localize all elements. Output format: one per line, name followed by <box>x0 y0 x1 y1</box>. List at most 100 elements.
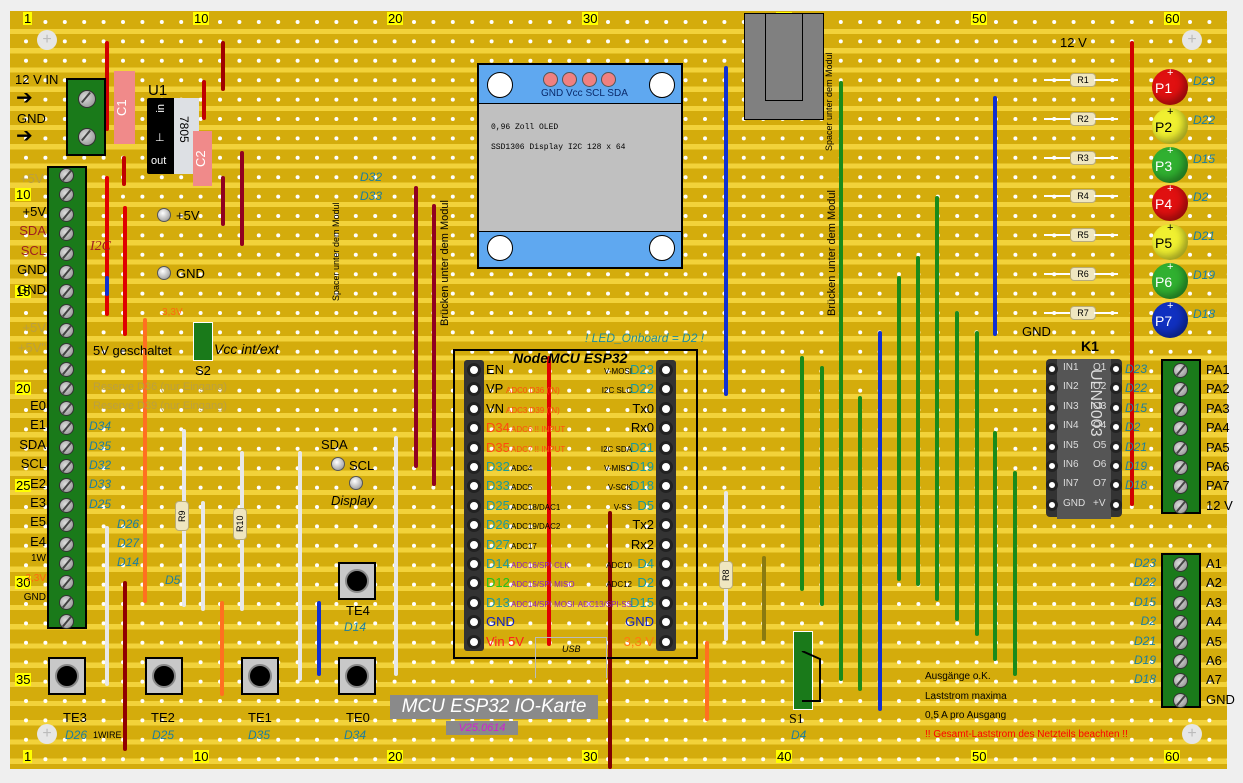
wire-white <box>298 451 302 681</box>
uln-left-label: IN7 <box>1063 478 1079 490</box>
esp32-right-pin-label: Rx0 <box>630 420 654 436</box>
esp32-left-pin-sub: ADC17 <box>511 541 537 551</box>
esp32-pin-hole <box>659 595 673 610</box>
label-3v3: 3,3V <box>162 307 183 318</box>
uln-left-label: IN3 <box>1063 400 1079 412</box>
wire-green <box>993 431 997 661</box>
uln-pin <box>1046 460 1058 472</box>
pin-label: D35 <box>89 439 112 453</box>
uln-pin <box>1046 401 1058 414</box>
esp32-left-pin-label: D34 <box>486 420 510 436</box>
uln-pin <box>1046 498 1058 511</box>
reserve-d39: Reserve D39 (nur Eingang) <box>93 400 227 412</box>
uln-pin <box>1110 363 1122 375</box>
wire-green <box>800 356 804 591</box>
uln-pin <box>1110 479 1122 492</box>
resistor-r10: R10 <box>233 508 247 540</box>
button-te1[interactable] <box>241 657 279 695</box>
pin-te0: D34 <box>344 728 367 742</box>
led-ref: P6 <box>1155 274 1173 290</box>
usb-label: USB <box>562 644 581 654</box>
resistor-lead <box>1094 273 1118 275</box>
col-marker-50: 50 <box>971 11 988 26</box>
wire-red <box>105 176 109 316</box>
pa-terminal-label: PA1 <box>1206 362 1230 377</box>
resistor-lead <box>1094 79 1118 81</box>
led-resistor-label: R7 <box>1077 307 1089 318</box>
button-te2[interactable] <box>145 657 183 695</box>
oled-pin-labels: GND Vcc SCL SDA <box>541 88 628 99</box>
led-resistor: R4 <box>1070 189 1096 204</box>
button-te3[interactable] <box>48 657 86 695</box>
screw-icon <box>59 323 74 339</box>
resistor-r8: R8 <box>719 561 733 589</box>
esp32-pin-hole <box>467 460 481 474</box>
wire-blue <box>878 331 882 631</box>
screw-icon <box>59 536 74 552</box>
label-te1: TE1 <box>248 710 272 725</box>
a-pin-label: D22 <box>1133 575 1156 590</box>
wire-green <box>916 256 920 586</box>
pin-label: D26 <box>117 517 140 531</box>
a-terminal-label: A6 <box>1206 653 1222 668</box>
button-te0[interactable] <box>338 657 376 695</box>
resistor-lead <box>1094 234 1118 237</box>
col-marker-bottom-40: 40 <box>776 749 793 764</box>
info-line2: Laststrom maxima <box>925 691 1007 702</box>
esp32-right-pin-sub: V-MOSI <box>603 367 632 376</box>
uln2003-chip <box>1057 359 1111 519</box>
resistor-r9: R9 <box>175 501 189 531</box>
esp32-pin-hole <box>659 576 673 591</box>
left-terminal-label: E0 <box>30 398 46 413</box>
bolt-plus5v <box>157 208 171 222</box>
esp32-left-pin-sub: ADC3 D39 (IN) <box>506 405 560 415</box>
power-in-terminal <box>66 78 106 156</box>
esp32-pin-hole <box>659 518 673 533</box>
screw-icon <box>1173 421 1188 437</box>
wire-red <box>547 356 551 646</box>
pin-label: D33 <box>89 477 112 491</box>
pa-terminal-label: PA5 <box>1206 439 1230 455</box>
led-pin-label: D22 <box>1193 112 1216 127</box>
led-resistor: R3 <box>1070 150 1096 165</box>
jumper-s2[interactable] <box>193 322 213 361</box>
screw-icon <box>59 381 74 397</box>
left-terminal-label: +5V" <box>17 339 46 355</box>
uln-pin <box>1110 382 1122 395</box>
pin-te1: D35 <box>248 728 271 742</box>
a-terminal-label: A3 <box>1206 594 1222 610</box>
pin-label: D32 <box>89 458 112 472</box>
pa-terminal-label: 12 V <box>1206 497 1233 513</box>
left-terminal-label: E3 <box>30 495 46 510</box>
uln-pin <box>1046 382 1058 395</box>
screw-icon <box>59 342 74 358</box>
esp32-left-pin-sub: ADC5 <box>511 483 533 493</box>
button-te4[interactable] <box>338 562 376 600</box>
esp32-pin-hole <box>659 498 673 513</box>
switch-s1[interactable] <box>793 631 813 710</box>
screw-icon <box>59 400 74 416</box>
pin-s1: D4 <box>791 728 807 742</box>
esp32-left-pin-label: D32 <box>486 459 510 474</box>
label-plus5v-top: +5V <box>20 171 44 186</box>
pa-terminal-label: PA4 <box>1206 420 1230 436</box>
label-vcc-int-ext: Vcc int/ext <box>214 341 279 357</box>
wire-olive <box>762 556 766 641</box>
pa-terminal-label: PA7 <box>1206 478 1230 494</box>
pin-label: D27 <box>117 536 140 550</box>
screw-icon <box>59 575 74 591</box>
resistor-lead <box>1044 311 1070 314</box>
a-pin-label: D19 <box>1133 653 1156 667</box>
esp32-pin-hole <box>467 518 481 533</box>
left-terminal-label: 3,3V <box>25 572 46 584</box>
screw-icon <box>78 128 96 146</box>
left-terminal-label: SCL <box>20 456 46 472</box>
pa-terminal-label: PA6 <box>1206 459 1230 474</box>
esp32-right-pin-label: D21 <box>630 439 654 455</box>
led-ref: P4 <box>1155 196 1173 213</box>
oled-hole <box>649 72 675 98</box>
uln-pin <box>1046 479 1058 492</box>
uln-right-label: O6 <box>1093 459 1107 470</box>
screw-icon <box>1173 382 1188 398</box>
led-resistor-label: R2 <box>1077 113 1089 124</box>
